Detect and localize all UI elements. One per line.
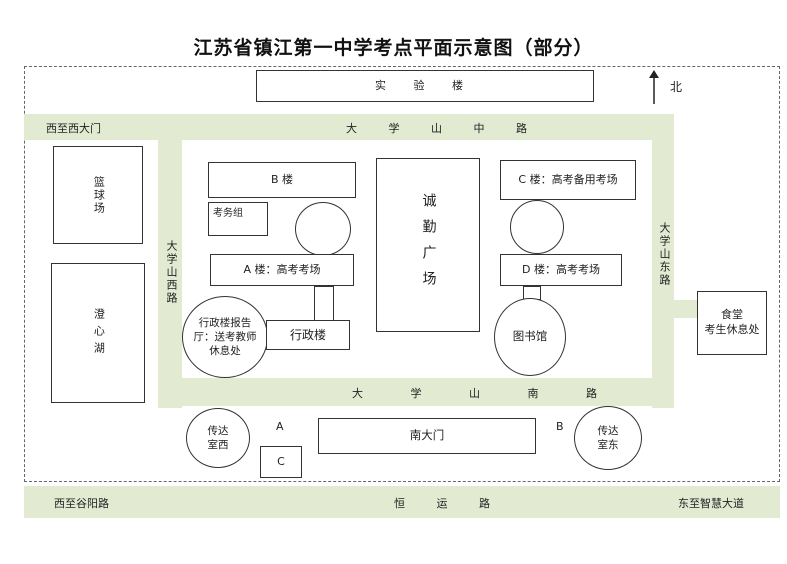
campus-outline [24, 66, 780, 482]
road-label-west: 大学山西路 [165, 240, 178, 305]
road-east-connector [674, 300, 698, 318]
guard-room-west: 传达室西 [186, 408, 250, 468]
road-label-hengyun: 恒 运 路 [394, 497, 504, 510]
lab-building: 实 验 楼 [256, 70, 594, 102]
road-label-guyang: 西至谷阳路 [54, 497, 109, 510]
location-c: C [260, 446, 302, 478]
guard-room-east: 传达室东 [574, 406, 642, 470]
road-daxueshan-south [158, 378, 674, 406]
road-daxueshan-east [652, 114, 674, 408]
basketball-court: 篮球场 [53, 146, 143, 244]
lake-label: 澄心湖 [92, 307, 106, 359]
south-gate: 南大门 [318, 418, 536, 454]
square-label: 诚勤广场 [420, 193, 437, 297]
road-label-middle: 大 学 山 中 路 [346, 122, 541, 135]
road-label-east: 大学山东路 [658, 222, 671, 287]
road-daxueshan-west [158, 140, 182, 408]
north-arrow-icon [649, 70, 659, 104]
road-label-west-gate: 西至西大门 [46, 122, 101, 135]
basketball-court-label: 篮球场 [92, 175, 106, 215]
connector-admin [314, 286, 334, 322]
road-label-zhihui: 东至智慧大道 [678, 497, 744, 510]
chengqin-square: 诚勤广场 [376, 158, 480, 332]
admin-report-hall: 行政楼报告厅：送考教师休息处 [182, 296, 268, 378]
north-label: 北 [670, 80, 683, 94]
exam-office: 考务组 [208, 202, 268, 236]
label-b: B [556, 420, 564, 433]
chengxin-lake: 澄心湖 [51, 263, 145, 403]
road-daxueshan-middle [24, 114, 674, 140]
circle-west [295, 202, 351, 256]
library: 图书馆 [494, 298, 566, 376]
road-hengyun [24, 486, 780, 518]
building-d: D 楼：高考考场 [500, 254, 622, 286]
building-c: C 楼：高考备用考场 [500, 160, 636, 200]
building-a: A 楼：高考考场 [210, 254, 354, 286]
canteen: 食堂 考生休息处 [697, 291, 767, 355]
page-title: 江苏省镇江第一中学考点平面示意图（部分） [193, 37, 594, 59]
road-label-south: 大 学 山 南 路 [352, 387, 619, 400]
circle-east [510, 200, 564, 254]
building-b: B 楼 [208, 162, 356, 198]
admin-building: 行政楼 [266, 320, 350, 350]
label-a: A [276, 420, 284, 433]
